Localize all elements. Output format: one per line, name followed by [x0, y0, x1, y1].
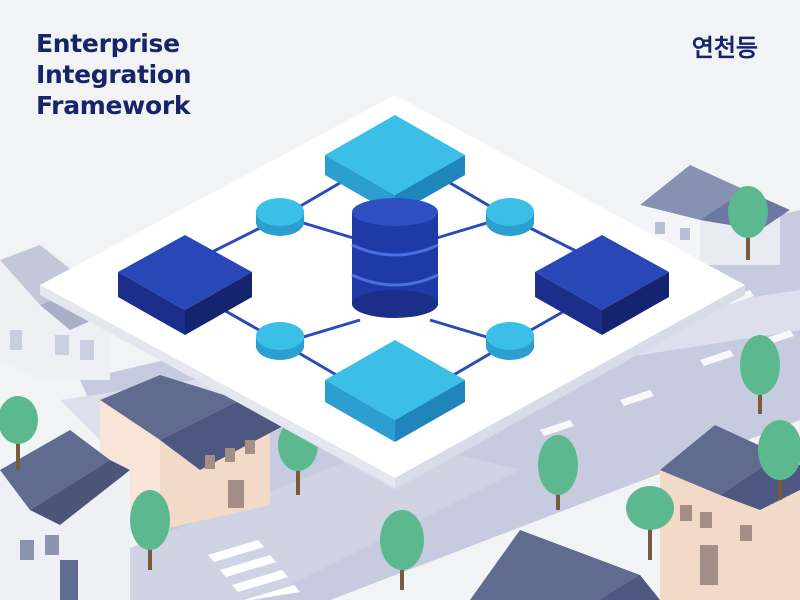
tree-icon: [538, 435, 578, 510]
platform-edge: [40, 285, 395, 488]
tree-icon: [380, 510, 424, 590]
server-block-icon: [325, 340, 465, 442]
tree-icon: [0, 396, 38, 470]
road-markings: [540, 290, 794, 436]
connector-node-icon: [256, 198, 304, 236]
crosswalk: [208, 540, 300, 600]
tree-icon: [130, 490, 170, 570]
tree-icon: [728, 186, 768, 260]
tree-icon: [758, 420, 800, 500]
brand-name: 연천등: [691, 34, 758, 62]
page-title: Enterprise Integration Framework: [36, 29, 192, 120]
house-bottom-left: [0, 430, 130, 600]
tree-icon: [626, 486, 674, 560]
tree-icon: [740, 335, 780, 414]
house-bottom-center: [470, 530, 660, 600]
connector-node-icon: [486, 198, 534, 236]
database-icon: [351, 198, 439, 318]
connector-nodes: [256, 198, 534, 360]
connector-node-icon: [486, 322, 534, 360]
server-block-icon: [118, 235, 252, 335]
server-block-icon: [535, 235, 669, 335]
trees: [0, 186, 800, 590]
connector-node-icon: [256, 322, 304, 360]
